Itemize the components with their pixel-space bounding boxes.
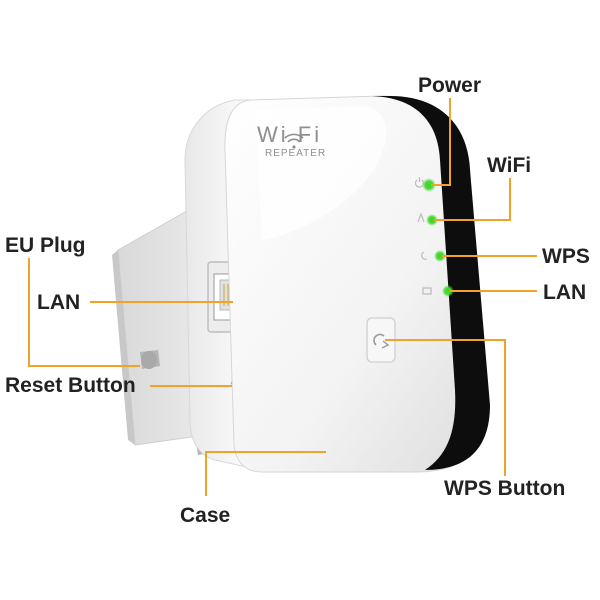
- power-led: [422, 178, 436, 192]
- eu-plug-leader-line: [28, 258, 140, 367]
- wps-button-leader-line: [385, 339, 506, 476]
- wps-label: WPS: [542, 245, 590, 268]
- wifi-label: WiFi: [487, 154, 532, 177]
- lan-led: [442, 285, 454, 297]
- brand-sub-text: REPEATER: [265, 148, 327, 159]
- lan-right-label: LAN: [543, 281, 587, 304]
- case-leader-line: [205, 451, 326, 496]
- power-leader-line: [431, 98, 451, 186]
- case-label: Case: [180, 504, 231, 527]
- plug-pin: [140, 350, 160, 369]
- wps-led: [434, 250, 446, 262]
- brand-logo-text: Wi Fi: [257, 122, 323, 147]
- lan-left-label: LAN: [37, 291, 81, 314]
- device-bezel: [372, 96, 490, 470]
- gloss-highlight: [255, 106, 387, 240]
- wps-button-label: WPS Button: [444, 477, 566, 500]
- lan-icon: [422, 287, 432, 295]
- leader-lines: [28, 98, 537, 496]
- wifi-logo-icon: [284, 133, 304, 149]
- reset-button-label: Reset Button: [5, 374, 136, 397]
- wifi-icon: [417, 212, 425, 223]
- wps-icon: [421, 251, 428, 260]
- power-label: Power: [418, 74, 482, 97]
- wifi-led: [426, 214, 438, 226]
- power-icon: [414, 177, 425, 188]
- wps-button-icon: [373, 333, 385, 346]
- eu-plug-label: EU Plug: [5, 234, 86, 257]
- wifi-leader-line: [434, 178, 511, 221]
